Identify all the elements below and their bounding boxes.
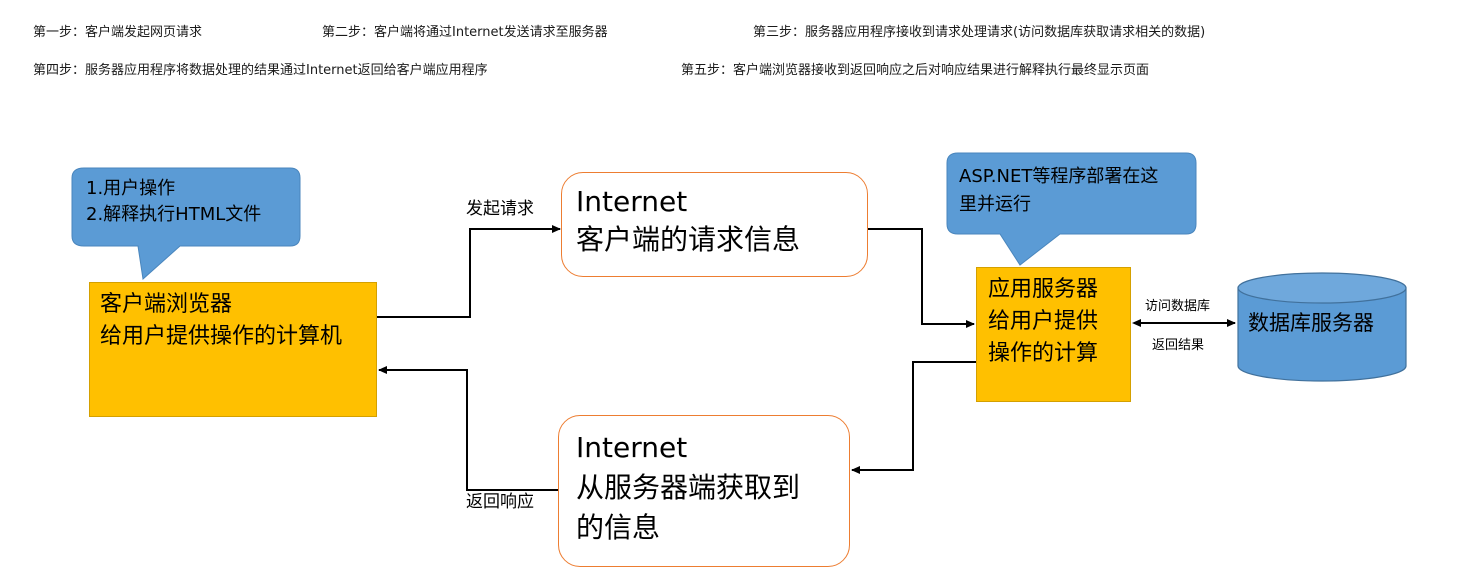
request-box-line-1: Internet [576, 185, 688, 218]
client-browser-box: 客户端浏览器 给用户提供操作的计算机 [89, 282, 377, 417]
database-label: 数据库服务器 [1248, 311, 1374, 335]
return-response-label: 返回响应 [466, 492, 534, 512]
server-to-response-connector [851, 361, 976, 474]
return-result-label: 返回结果 [1152, 338, 1205, 353]
client-callout-line-1: 1.用户操作 [86, 178, 176, 199]
server-callout-line-2: 里并运行 [959, 194, 1031, 215]
send-request-connector [377, 225, 561, 318]
database-cylinder [1237, 272, 1407, 382]
request-info-box: Internet 客户端的请求信息 [561, 172, 868, 277]
request-box-line-2: 客户端的请求信息 [576, 223, 801, 256]
step-4-text: 第四步：服务器应用程序将数据处理的结果通过Internet返回给客户端应用程序 [33, 63, 488, 78]
server-callout-bubble [946, 152, 1197, 266]
client-callout-bubble [71, 167, 301, 280]
step-1-text: 第一步：客户端发起网页请求 [33, 25, 203, 40]
server-box-line-2: 给用户提供 [988, 309, 1099, 334]
step-5-text: 第五步：客户端浏览器接收到返回响应之后对响应结果进行解释执行最终显示页面 [681, 63, 1150, 78]
return-response-connector [378, 366, 558, 491]
client-callout-line-2: 2.解释执行HTML文件 [86, 204, 262, 225]
server-box-line-1: 应用服务器 [988, 277, 1099, 302]
client-box-line-1: 客户端浏览器 [100, 292, 233, 317]
client-box-line-2: 给用户提供操作的计算机 [100, 324, 343, 349]
server-box-line-3: 操作的计算 [988, 341, 1099, 366]
server-callout-text: ASP.NET等程序部署在这 里并运行 [959, 163, 1158, 219]
step-2-text: 第二步：客户端将通过Internet发送请求至服务器 [322, 25, 608, 40]
access-database-label: 访问数据库 [1145, 299, 1211, 314]
server-callout-line-1: ASP.NET等程序部署在这 [959, 166, 1159, 187]
app-server-box: 应用服务器 给用户提供 操作的计算 [976, 267, 1131, 402]
response-info-box: Internet 从服务器端获取到 的信息 [558, 415, 850, 567]
request-to-server-connector [867, 228, 975, 328]
send-request-label: 发起请求 [466, 199, 534, 219]
response-box-line-2: 从服务器端获取到 [576, 471, 801, 504]
response-box-line-3: 的信息 [576, 511, 661, 544]
step-3-text: 第三步：服务器应用程序接收到请求处理请求(访问数据库获取请求相关的数据) [753, 25, 1206, 40]
response-box-line-1: Internet [576, 431, 688, 464]
client-callout-text: 1.用户操作 2.解释执行HTML文件 [86, 176, 261, 228]
